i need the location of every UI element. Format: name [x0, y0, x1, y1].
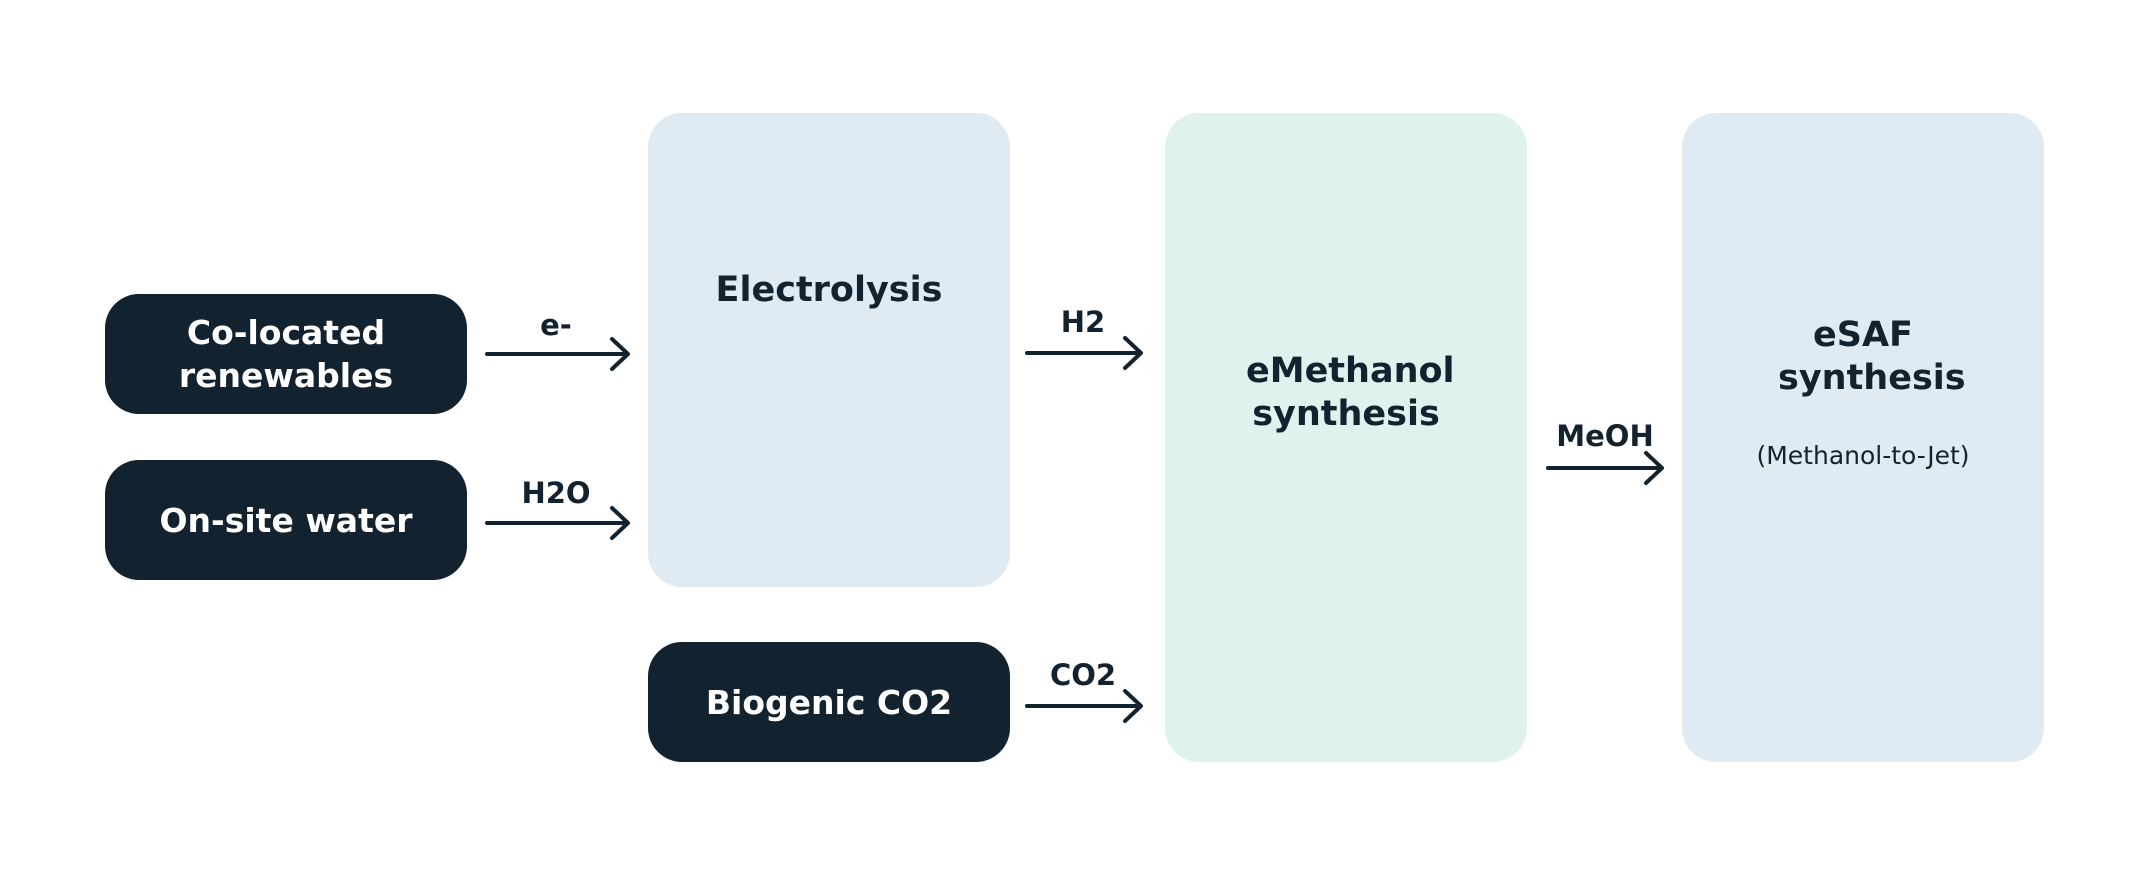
arrow-co2: [1025, 689, 1143, 723]
node-emethanol-synthesis: eMethanol synthesis: [1165, 113, 1527, 762]
node-esaf-synthesis-label: eSAF synthesis: [1778, 314, 1966, 398]
edge-label-meoh: MeOH: [1556, 419, 1654, 453]
edge-label-co2: CO2: [1049, 658, 1117, 692]
node-esaf-synthesis: eSAF synthesis (Methanol-to-Jet): [1682, 113, 2044, 762]
node-biogenic-co2-label: Biogenic CO2: [705, 682, 953, 722]
arrow-meoh: [1546, 451, 1664, 485]
node-electrolysis-label: Electrolysis: [715, 269, 943, 310]
node-electrolysis: Electrolysis: [648, 113, 1010, 587]
arrow-h2o: [485, 506, 630, 540]
node-co-located-renewables: Co-located renewables: [105, 294, 467, 414]
node-co-located-renewables-label: Co-located renewables: [178, 313, 394, 395]
edge-label-h2: H2: [1060, 305, 1106, 339]
node-on-site-water-label: On-site water: [159, 500, 413, 540]
node-esaf-synthesis-sublabel: (Methanol-to-Jet): [1756, 440, 1970, 470]
edge-label-h2o: H2O: [521, 476, 591, 510]
edge-label-e-minus: e-: [540, 308, 572, 342]
node-emethanol-synthesis-label: eMethanol synthesis: [1246, 350, 1455, 434]
node-biogenic-co2: Biogenic CO2: [648, 642, 1010, 762]
arrow-e-minus: [485, 337, 630, 371]
node-on-site-water: On-site water: [105, 460, 467, 580]
arrow-h2: [1025, 336, 1143, 370]
